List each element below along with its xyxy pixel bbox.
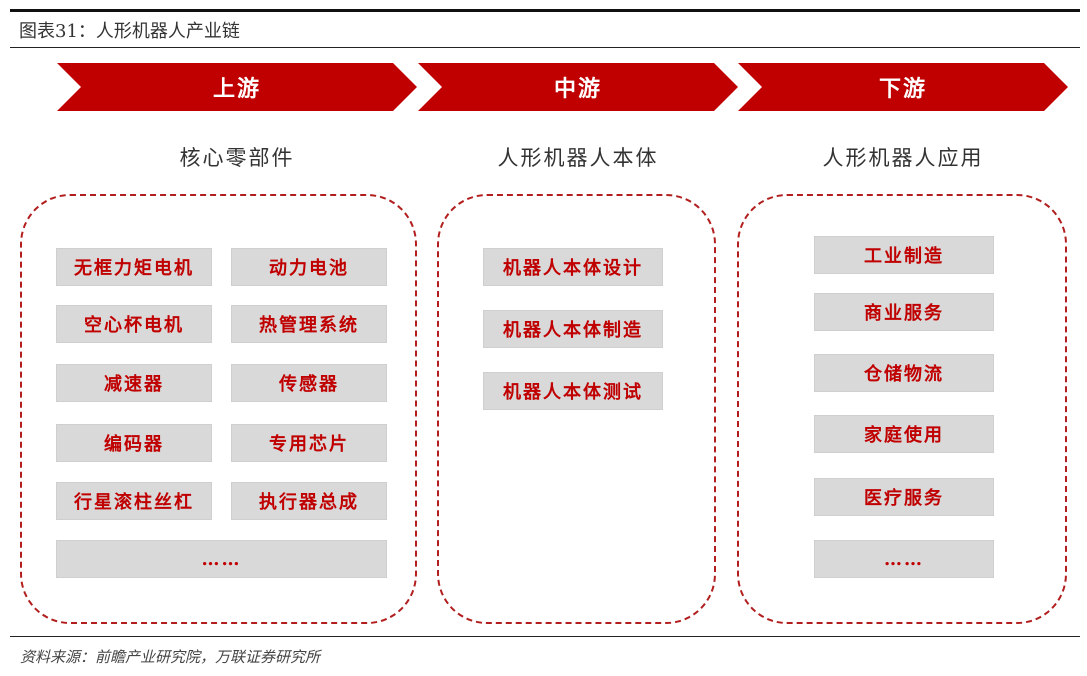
downstream-title: 人形机器人应用	[822, 146, 984, 170]
midstream-panel: 机器人本体设计 机器人本体制造 机器人本体测试	[437, 194, 716, 624]
midstream-item: 机器人本体设计	[483, 248, 663, 286]
upstream-item: 空心杯电机	[56, 305, 212, 343]
upstream-title: 核心零部件	[179, 146, 295, 170]
downstream-panel: 工业制造 商业服务 仓储物流 家庭使用 医疗服务 ……	[737, 194, 1067, 624]
downstream-arrow: 下游	[738, 63, 1068, 111]
figure-title: 图表31：人形机器人产业链	[19, 21, 240, 42]
top-rule	[10, 9, 1080, 12]
upstream-panel: 无框力矩电机 动力电池 空心杯电机 热管理系统 减速器 传感器 编码器 专用芯片…	[20, 194, 417, 624]
midstream-title: 人形机器人本体	[497, 146, 659, 170]
downstream-item: 医疗服务	[814, 478, 994, 516]
midstream-item: 机器人本体测试	[483, 372, 663, 410]
midstream-item: 机器人本体制造	[483, 310, 663, 348]
downstream-item: 工业制造	[814, 236, 994, 274]
midstream-arrow: 中游	[418, 63, 738, 111]
downstream-item: 仓储物流	[814, 354, 994, 392]
upstream-item: 动力电池	[231, 248, 387, 286]
upstream-arrow: 上游	[57, 63, 417, 111]
downstream-item: 商业服务	[814, 293, 994, 331]
upstream-item: 传感器	[231, 364, 387, 402]
upstream-item: 热管理系统	[231, 305, 387, 343]
upstream-item: 专用芯片	[231, 424, 387, 462]
upstream-ellipsis: ……	[56, 540, 387, 578]
upstream-item: 执行器总成	[231, 482, 387, 520]
upstream-item: 行星滚柱丝杠	[56, 482, 212, 520]
title-rule	[10, 47, 1080, 48]
downstream-ellipsis: ……	[814, 540, 994, 578]
upstream-item: 减速器	[56, 364, 212, 402]
source-note: 资料来源：前瞻产业研究院，万联证券研究所	[20, 648, 321, 666]
downstream-item: 家庭使用	[814, 415, 994, 453]
source-rule	[10, 636, 1080, 637]
upstream-item: 编码器	[56, 424, 212, 462]
upstream-item: 无框力矩电机	[56, 248, 212, 286]
